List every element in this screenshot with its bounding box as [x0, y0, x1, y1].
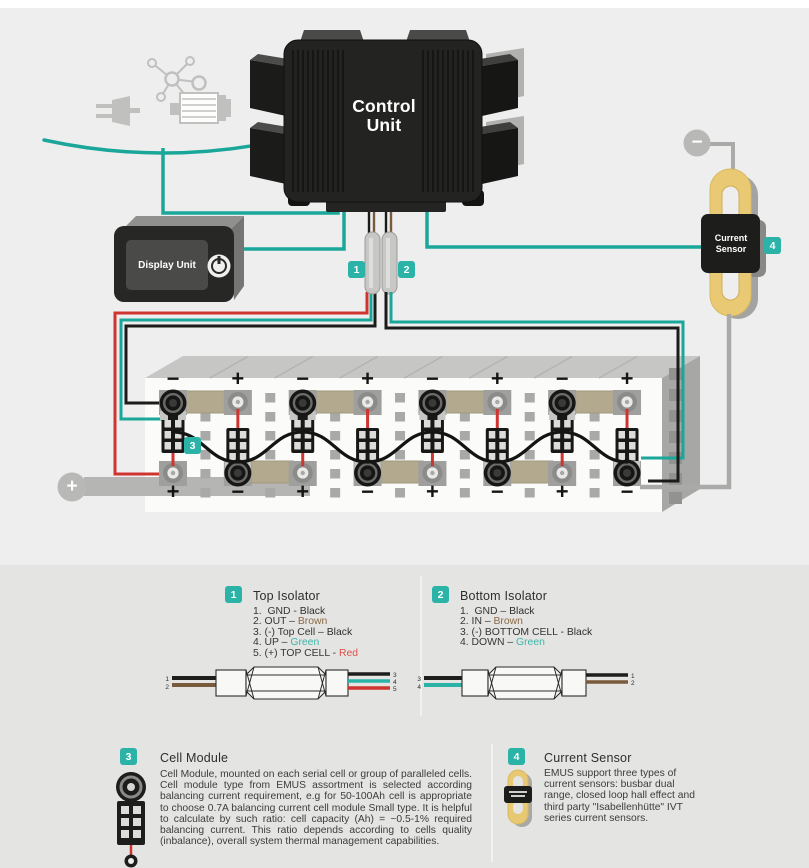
pin-wire-color: Brown [493, 616, 523, 628]
badge-bottom-isolator: 2 [398, 261, 415, 278]
drawing-pin-number: 4 [393, 679, 397, 686]
pin-label: 4. UP – [253, 637, 291, 649]
peripheral-icons [96, 56, 231, 126]
display-knob-icon [207, 254, 231, 278]
cell-top-sign: − [555, 366, 569, 391]
pin-label: 5. (+) TOP CELL - [253, 647, 339, 659]
legend-divider [491, 744, 493, 862]
legend-badge-cell-module: 3 [120, 748, 137, 765]
cell-top-sign: + [620, 366, 634, 391]
top-isolator-drawing: 1 2 3 4 5 [165, 666, 397, 700]
pin-wire-color: Red [338, 647, 359, 659]
bottom-isolator-drawing: 3 4 1 2 [417, 666, 635, 700]
cell-bottom-sign: − [361, 479, 374, 504]
cell-bottom-sign: − [231, 479, 245, 504]
drawing-pin-number: 2 [631, 680, 635, 687]
isolator-connectors [364, 231, 398, 295]
minus-sign: − [691, 132, 703, 153]
pin-label: 3. (-) Top Cell – [253, 626, 327, 638]
pin-wire-color: Brown [297, 616, 328, 628]
display-unit-label: Display Unit [138, 260, 196, 271]
cell-top-sign: − [426, 366, 439, 391]
drawing-pin-number: 3 [393, 672, 397, 679]
current-sensor [701, 168, 766, 319]
cell-top-sign: − [296, 366, 310, 391]
bottom-isolator-title: Bottom Isolator [460, 589, 548, 603]
cell-top-sign: + [231, 366, 245, 391]
motor-icon [170, 92, 231, 124]
cell-bottom-sign: − [620, 479, 634, 504]
cell-bottom-sign: + [555, 479, 569, 504]
legend-badge-top-isolator: 1 [225, 586, 242, 603]
cell-module-icon [116, 772, 146, 868]
top-isolator-title: Top Isolator [253, 589, 321, 603]
pin-label: 4. DOWN – [460, 637, 517, 649]
pin-label: 1. GND - [253, 606, 300, 617]
pin-wire-color: Black [566, 626, 593, 638]
cell-top-sign: − [166, 366, 180, 391]
bottom-isolator-pins: 1. GND – Black 2. IN – Brown 3. (-) BOTT… [460, 606, 593, 649]
drawing-pin-number: 3 [417, 676, 421, 683]
pin-label: 2. OUT – [253, 616, 298, 628]
pin-row: 1. GND – Black [460, 606, 592, 617]
pin-row: 3. (-) Top Cell – Black [253, 626, 358, 638]
legend-badge-bottom-isolator: 2 [432, 586, 449, 603]
pin-wire-color: Black [326, 626, 353, 638]
pin-wire-color: Green [516, 637, 545, 649]
badge-cell-module: 3 [184, 437, 201, 454]
current-sensor-title: Current Sensor [544, 751, 632, 765]
drawing-pin-number: 1 [631, 673, 635, 680]
cell-module-description: Cell Module, mounted on each serial cell… [160, 769, 472, 848]
cell-bottom-sign: + [426, 479, 439, 504]
drawing-pin-number: 2 [165, 684, 169, 691]
cell-bottom-sign: − [490, 479, 504, 504]
plug-icon [96, 96, 140, 126]
current-sensor-icon [504, 769, 532, 827]
control-unit [250, 30, 524, 212]
cell-bottom-sign: + [296, 479, 310, 504]
battery-cells [159, 389, 642, 498]
display-unit [114, 216, 244, 302]
cell-bottom-sign: + [166, 479, 180, 504]
plus-sign: + [66, 476, 78, 497]
pin-row: 2. IN – Brown [460, 617, 592, 627]
legend-badge-current-sensor: 4 [508, 748, 525, 765]
top-isolator-pins: 1. GND - Black 2. OUT – Brown 3. (-) Top… [253, 606, 359, 659]
pack-minus-terminal [683, 129, 711, 157]
network-icon [147, 56, 207, 102]
pin-row: 4. UP – Green [253, 638, 358, 648]
badge-current-sensor: 4 [764, 237, 781, 254]
wiring-over [384, 292, 732, 490]
drawing-pin-number: 1 [165, 676, 169, 683]
cell-top-sign: + [361, 366, 374, 391]
pin-label: 2. IN – [460, 616, 494, 628]
pin-label: 3. (-) BOTTOM CELL - [460, 626, 567, 638]
pin-row: 3. (-) BOTTOM CELL - Black [460, 626, 593, 638]
pin-label: 1. GND – [460, 606, 510, 617]
current-sensor-description: EMUS support three types of current sens… [544, 768, 695, 824]
legend-divider [420, 576, 422, 716]
drawing-pin-number: 4 [417, 684, 421, 691]
badge-top-isolator: 1 [348, 261, 365, 278]
pin-wire-color: Black [299, 606, 326, 617]
pin-row: 2. OUT – Brown [253, 617, 358, 627]
current-sensor-label: Current Sensor [714, 233, 748, 254]
wiring [42, 138, 735, 476]
pin-wire-color: Black [509, 606, 535, 617]
pin-wire-color: Green [290, 637, 320, 649]
pin-row: 4. DOWN – Green [460, 638, 592, 648]
pin-row: 5. (+) TOP CELL - Red [253, 647, 359, 659]
cell-module-title: Cell Module [160, 751, 229, 765]
pin-row: 1. GND - Black [253, 606, 358, 617]
drawing-pin-number: 5 [393, 686, 397, 693]
pack-plus-terminal [57, 472, 87, 502]
control-unit-label: Control Unit [352, 96, 416, 135]
cell-top-sign: + [490, 366, 504, 391]
